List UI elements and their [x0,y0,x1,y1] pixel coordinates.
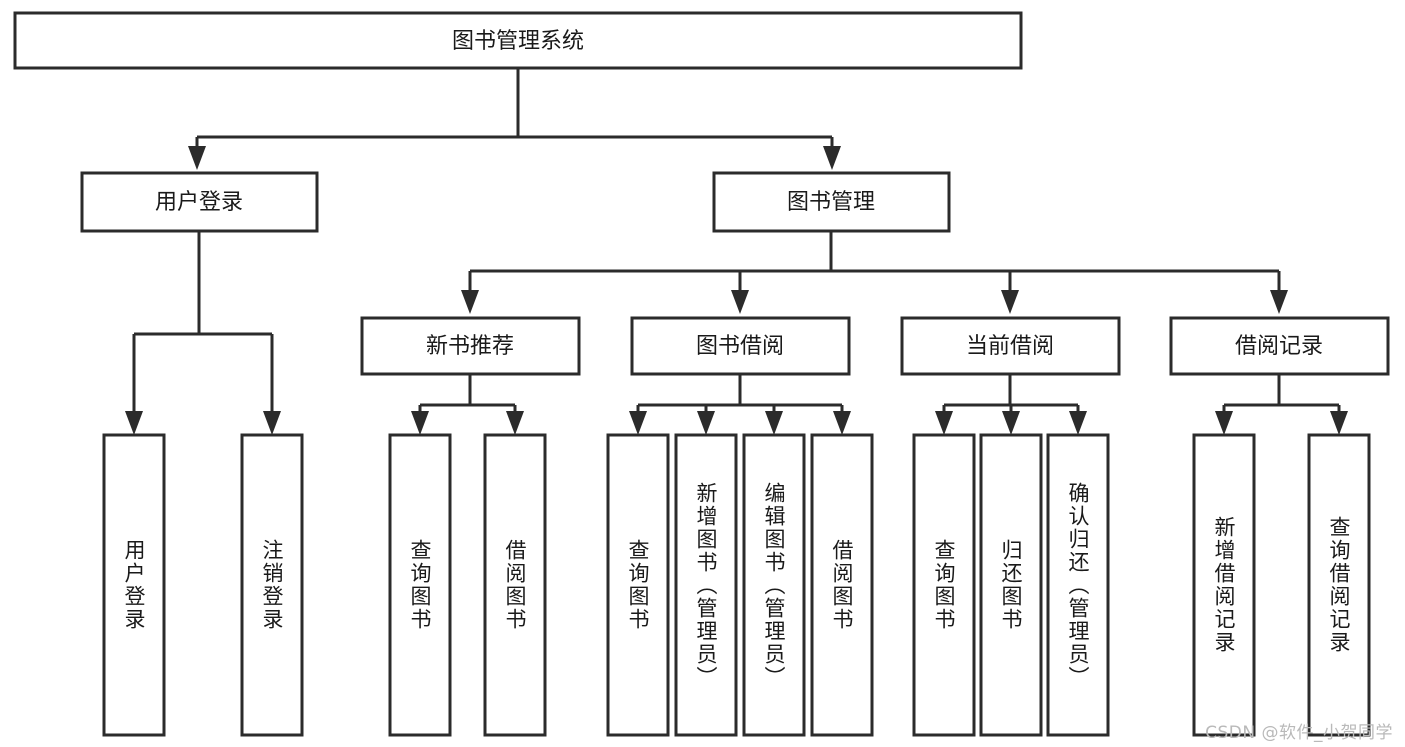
arrow-down-icon [263,411,281,435]
node-leaf-user-login-box[interactable] [102,433,166,737]
node-new-book-recommend-label: 新书推荐 [426,334,514,359]
node-leaf-add-record-box[interactable] [1192,433,1256,737]
arrow-down-icon [833,411,851,435]
node-book-borrow-label: 图书借阅 [696,334,784,359]
node-borrow-record-box[interactable] [1169,316,1390,376]
node-book-borrow-box[interactable] [630,316,851,376]
node-leaf-borrow-book-2-box[interactable] [810,433,874,737]
arrow-down-icon [765,411,783,435]
node-current-borrow-label: 当前借阅 [966,334,1054,359]
node-leaf-query-book-3-box[interactable] [912,433,976,737]
arrow-down-icon [125,411,143,435]
node-user-login-label: 用户登录 [155,190,243,215]
node-borrow-record-label: 借阅记录 [1235,334,1323,359]
arrow-down-icon [506,411,524,435]
arrow-down-icon [1001,290,1019,314]
node-leaf-edit-book-box[interactable] [742,433,806,737]
node-leaf-add-book-box[interactable] [674,433,738,737]
node-new-book-recommend-box[interactable] [360,316,581,376]
node-leaf-query-record-box[interactable] [1307,433,1371,737]
node-root-box[interactable] [13,11,1023,70]
arrow-down-icon [731,290,749,314]
arrow-down-icon [823,146,841,170]
arrow-down-icon [935,411,953,435]
node-leaf-query-book-1-box[interactable] [388,433,452,737]
arrow-down-icon [461,290,479,314]
node-book-manage-box[interactable] [712,171,951,233]
node-leaf-confirm-return-box[interactable] [1046,433,1110,737]
node-leaf-query-book-2-box[interactable] [606,433,670,737]
node-current-borrow-box[interactable] [900,316,1121,376]
arrow-down-icon [629,411,647,435]
arrow-down-icon [1069,411,1087,435]
node-root-label: 图书管理系统 [452,29,584,54]
watermark-text: CSDN @软件_小贺同学 [1205,723,1393,743]
arrow-down-icon [411,411,429,435]
node-book-manage-label: 图书管理 [787,190,875,215]
arrow-down-icon [188,146,206,170]
arrow-down-icon [1215,411,1233,435]
node-leaf-return-book-box[interactable] [979,433,1043,737]
arrow-down-icon [1002,411,1020,435]
arrow-down-icon [1330,411,1348,435]
arrow-down-icon [1270,290,1288,314]
node-leaf-borrow-book-1-box[interactable] [483,433,547,737]
arrow-down-icon [697,411,715,435]
node-leaf-user-logout-box[interactable] [240,433,304,737]
